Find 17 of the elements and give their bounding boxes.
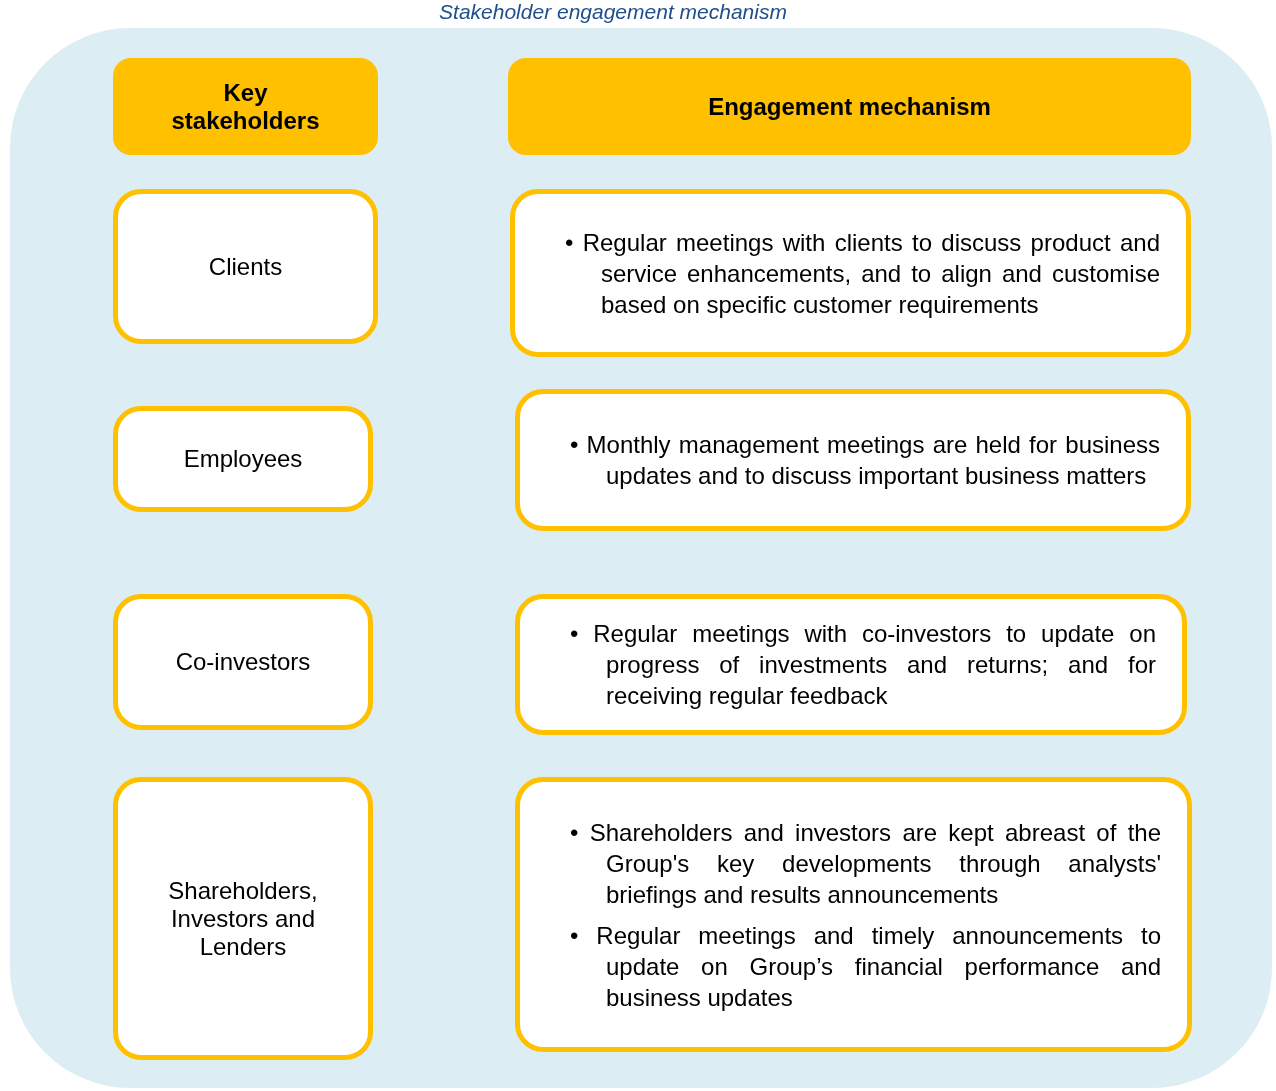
bullet-text: • Monthly management meetings are held for business updates and to discuss important business matters bbox=[570, 430, 1160, 491]
stakeholder-box: Employees bbox=[113, 406, 373, 512]
bullet-text: • Regular meetings and timely announcements to update on Group’s financial performance and business updates bbox=[570, 920, 1161, 1013]
mechanism-box bbox=[515, 389, 1191, 531]
column-header: Key stakeholders bbox=[113, 58, 378, 155]
background-panel bbox=[10, 28, 1272, 1088]
stakeholder-box: Co-investors bbox=[113, 594, 373, 730]
stakeholder-box: Shareholders, Investors and Lenders bbox=[113, 777, 373, 1060]
column-header: Engagement mechanism bbox=[508, 58, 1191, 155]
bullet-text: • Regular meetings with clients to discuss product and service enhancements, and to align and customise based on specific customer requirements bbox=[565, 227, 1160, 320]
mechanism-box bbox=[515, 594, 1187, 735]
stakeholder-box: Clients bbox=[113, 189, 378, 344]
mechanism-box bbox=[510, 189, 1191, 357]
mechanism-box bbox=[515, 777, 1192, 1052]
diagram-title: Stakeholder engagement mechanism bbox=[438, 0, 788, 24]
bullet-text: • Regular meetings with co-investors to update on progress of investments and returns; and for receiving regular feedback bbox=[570, 619, 1156, 711]
bullet-text: • Shareholders and investors are kept abreast of the Group's key developments through analysts' briefings and results announcements bbox=[570, 817, 1161, 910]
